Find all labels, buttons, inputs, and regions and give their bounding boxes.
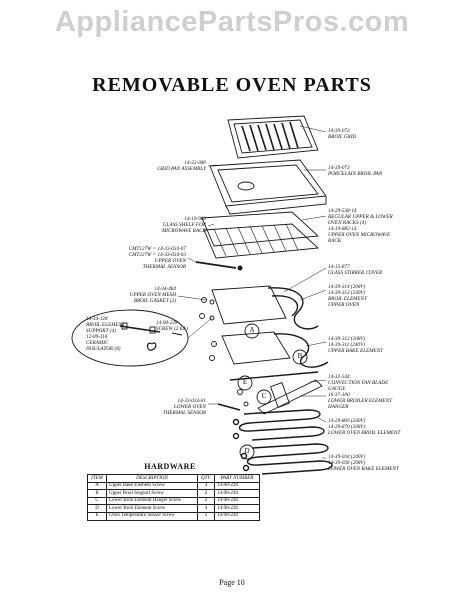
table-row: C Lower Broil Element Hanger Screw 2 14-…: [87, 496, 260, 506]
cell-item: B: [87, 489, 107, 498]
lower-bake-element-drawing: [240, 443, 333, 475]
letter-circles: [237, 323, 308, 460]
callout-upper-bake-element: 14-39-312 (208V)14-39-311 (240V) UPPER B…: [328, 336, 384, 354]
oven-rack-drawing: [201, 211, 320, 259]
callout-upper-broil-element: 14-39-314 (208V)14-39-313 (240V) BROIL E…: [328, 284, 367, 308]
cell-part-number: 14-90-228: [214, 511, 260, 521]
broil-grid-drawing: [227, 115, 319, 159]
header-qty: QTY.: [197, 474, 215, 483]
cell-part-number: 14-90-228: [214, 481, 260, 491]
cell-description: Upper Bake Element Screw: [106, 481, 198, 491]
letter-d: D: [244, 447, 250, 455]
table-row: D Lower Broil Element Screw 4 14-90-228: [87, 504, 260, 513]
cell-part-number: 14-90-228: [214, 489, 260, 498]
cell-description: Oven Temperature Sensor Screw: [106, 511, 198, 521]
hardware-table: ITEM DESCRIPTION QTY. PART NUMBER A Uppe…: [87, 474, 260, 521]
letter-c: C: [261, 392, 267, 400]
cell-item: D: [87, 504, 107, 513]
hardware-header-row: ITEM DESCRIPTION QTY. PART NUMBER: [87, 474, 260, 483]
diagram-title: REMOVABLE OVEN PARTS: [92, 74, 372, 96]
leader-lines: [177, 125, 327, 459]
header-description: DESCRIPTION: [106, 474, 198, 483]
table-row: B Upper Broil Support Screw 2 14-90-228: [87, 489, 260, 498]
lower-broil-element-drawing: [232, 409, 325, 441]
table-row: E Oven Temperature Sensor Screw 2 14-90-…: [87, 511, 260, 521]
letter-a: A: [249, 326, 255, 334]
upper-broil-element-drawing: [199, 285, 319, 330]
cell-qty: 2: [197, 496, 215, 506]
table-row: A Upper Bake Element Screw 4 14-90-228: [87, 481, 260, 491]
cell-description: Upper Broil Support Screw: [106, 489, 198, 498]
cell-description: Lower Broil Element Hanger Screw: [106, 496, 198, 506]
cell-qty: 4: [197, 504, 215, 513]
cell-qty: 2: [197, 511, 215, 521]
cell-part-number: 14-90-228: [214, 504, 260, 513]
support-inset-drawing: [119, 322, 183, 351]
header-part-number: PART NUMBER: [214, 474, 260, 483]
header-item: ITEM: [87, 474, 107, 483]
callout-lower-bake-element: 14-39-034 (240V)14-39-036 (208V) LOWER O…: [328, 454, 399, 472]
watermark: AppliancePartsPros.com: [54, 6, 410, 38]
cell-item: E: [87, 511, 107, 521]
cell-item: A: [87, 481, 107, 491]
hardware-title: HARDWARE: [144, 462, 196, 471]
letter-e: E: [242, 378, 248, 386]
broil-pan-drawing: [209, 159, 327, 215]
cell-part-number: 14-90-228: [214, 496, 260, 506]
cell-description: Lower Broil Element Screw: [106, 504, 198, 513]
upper-bake-element-drawing: [209, 331, 329, 368]
letter-b: B: [297, 352, 303, 360]
cell-qty: 4: [197, 481, 215, 491]
cell-qty: 2: [197, 489, 215, 498]
cell-item: C: [87, 496, 107, 506]
callout-lower-broil-element: 14-29-869 (240V)14-29-870 (208V) LOWER O…: [328, 418, 401, 436]
lower-broiler-element-drawing: [217, 371, 323, 415]
page-number: Page 10: [219, 578, 245, 587]
thermal-sensor-upper-drawing: [195, 261, 243, 271]
